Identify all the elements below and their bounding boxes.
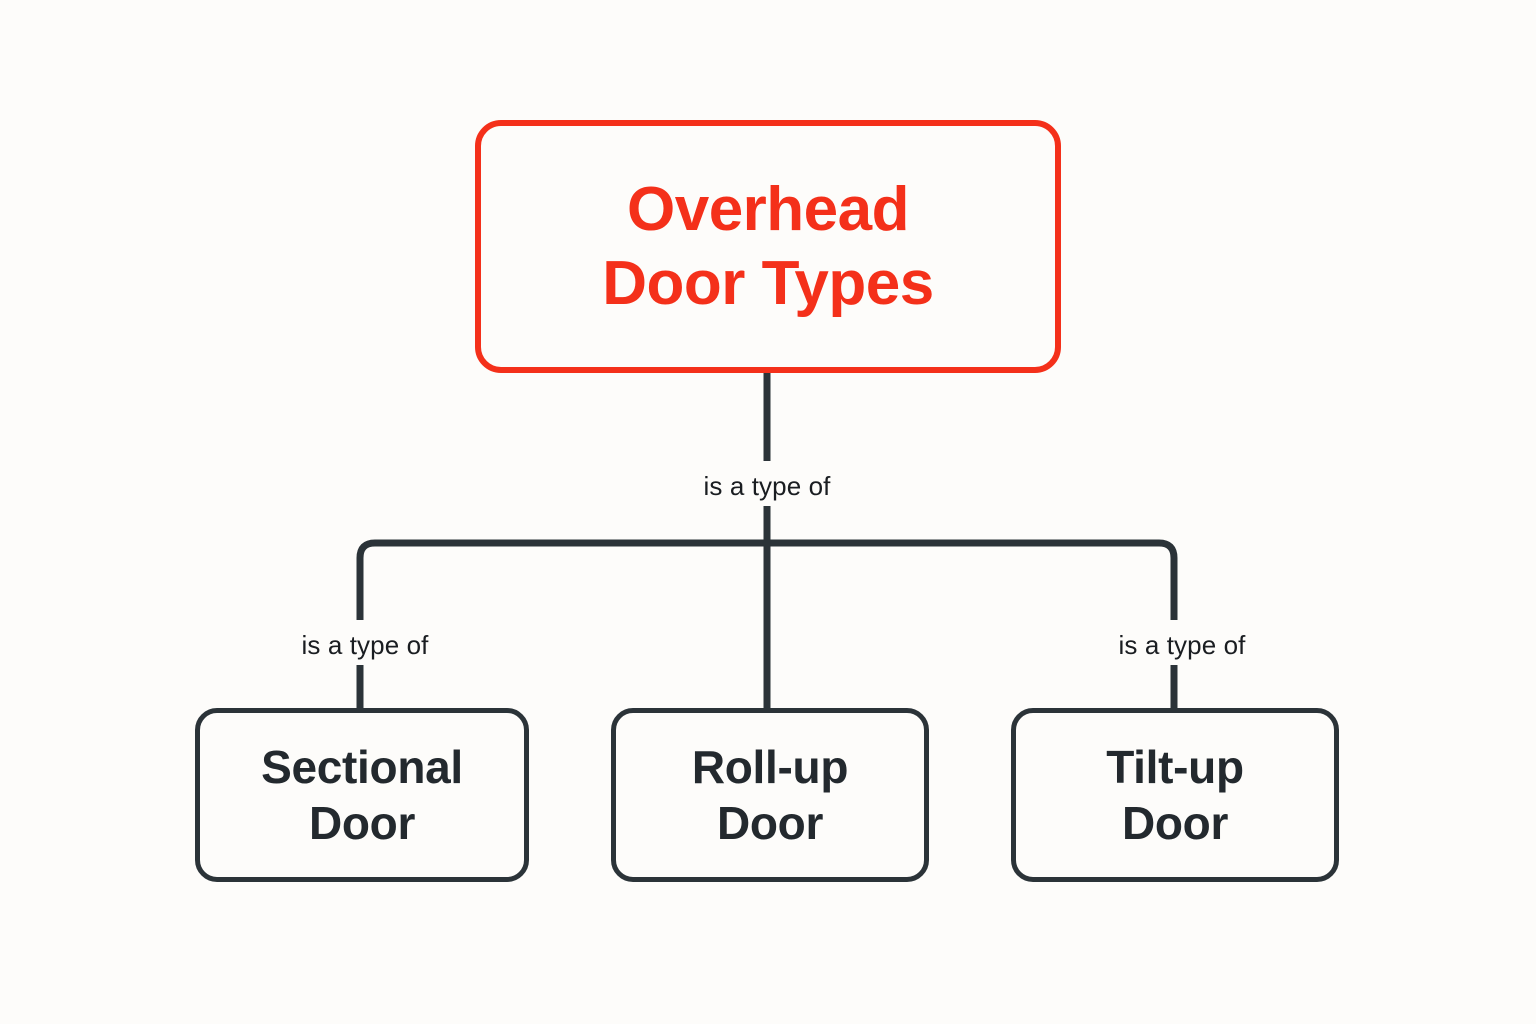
- node-tilt-up-door-label: Tilt-up Door: [1106, 740, 1244, 849]
- node-sectional-door-label: Sectional Door: [261, 740, 463, 849]
- node-sectional-door[interactable]: Sectional Door: [195, 708, 529, 882]
- node-overhead-door-types-label: Overhead Door Types: [602, 175, 934, 318]
- edge-label-tiltup: is a type of: [1110, 628, 1254, 663]
- node-roll-up-door[interactable]: Roll-up Door: [611, 708, 929, 882]
- node-overhead-door-types[interactable]: Overhead Door Types: [475, 120, 1061, 373]
- node-tilt-up-door[interactable]: Tilt-up Door: [1011, 708, 1339, 882]
- connector-bus-bar: [356, 539, 1178, 620]
- node-roll-up-door-label: Roll-up Door: [691, 740, 849, 849]
- edge-label-sectional: is a type of: [293, 628, 437, 663]
- edge-label-root-trunk: is a type of: [695, 469, 839, 504]
